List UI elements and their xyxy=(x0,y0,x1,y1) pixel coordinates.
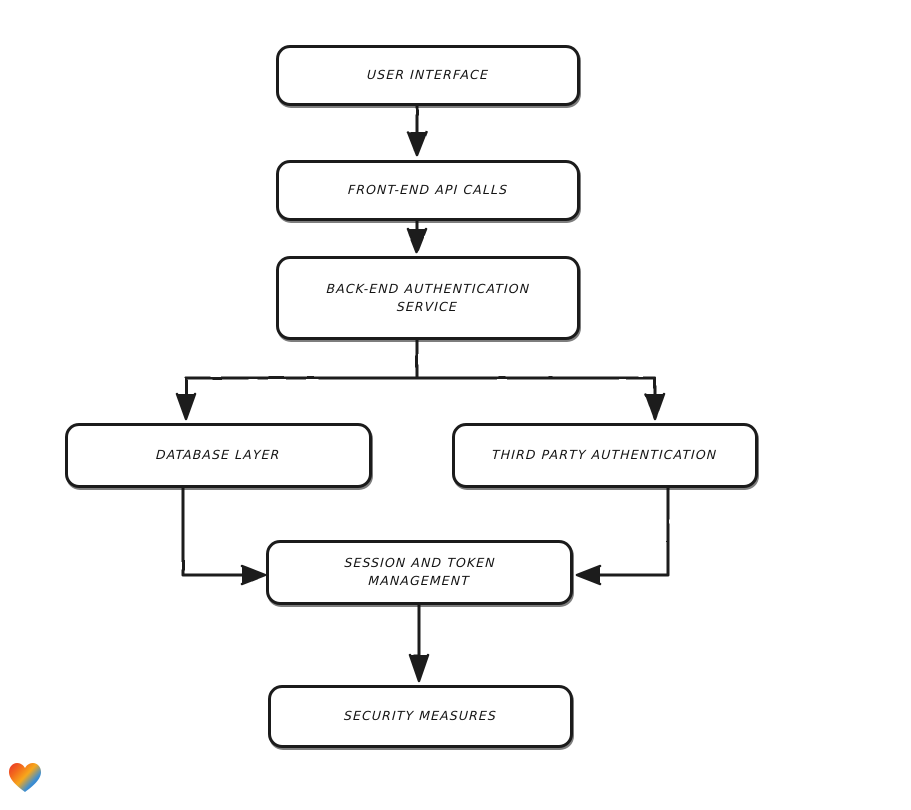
heart-icon xyxy=(8,762,42,794)
connector-thirdparty-to-session xyxy=(575,486,670,586)
connector-session-to-security xyxy=(408,603,430,683)
node-third-party-authentication[interactable]: Third Party Authentication xyxy=(452,423,758,488)
node-label: Back-End Authentication Service xyxy=(326,280,531,314)
node-label: Security Measures xyxy=(343,708,498,724)
connector-database-to-session xyxy=(181,486,267,586)
node-label: Front-End API Calls xyxy=(347,182,509,198)
connector-ui-to-api xyxy=(406,104,428,157)
connector-backend-split-bus xyxy=(184,338,657,380)
node-label: User Interface xyxy=(366,67,490,83)
node-user-interface[interactable]: User Interface xyxy=(276,45,580,106)
connector-backend-to-thirdparty xyxy=(644,376,666,421)
connector-api-to-backend xyxy=(406,219,428,254)
node-label: Third Party Authentication xyxy=(492,447,719,463)
heart-icon-svg xyxy=(9,763,41,792)
node-front-end-api-calls[interactable]: Front-End API Calls xyxy=(276,160,580,221)
node-label: Database Layer xyxy=(155,447,282,463)
connector-backend-to-database xyxy=(175,376,197,421)
node-session-and-token-management[interactable]: Session and Token Management xyxy=(266,540,573,605)
node-back-end-authentication-service[interactable]: Back-End Authentication Service xyxy=(276,256,580,340)
node-label: Session and Token Management xyxy=(343,555,497,589)
node-security-measures[interactable]: Security Measures xyxy=(268,685,573,748)
node-database-layer[interactable]: Database Layer xyxy=(65,423,372,488)
